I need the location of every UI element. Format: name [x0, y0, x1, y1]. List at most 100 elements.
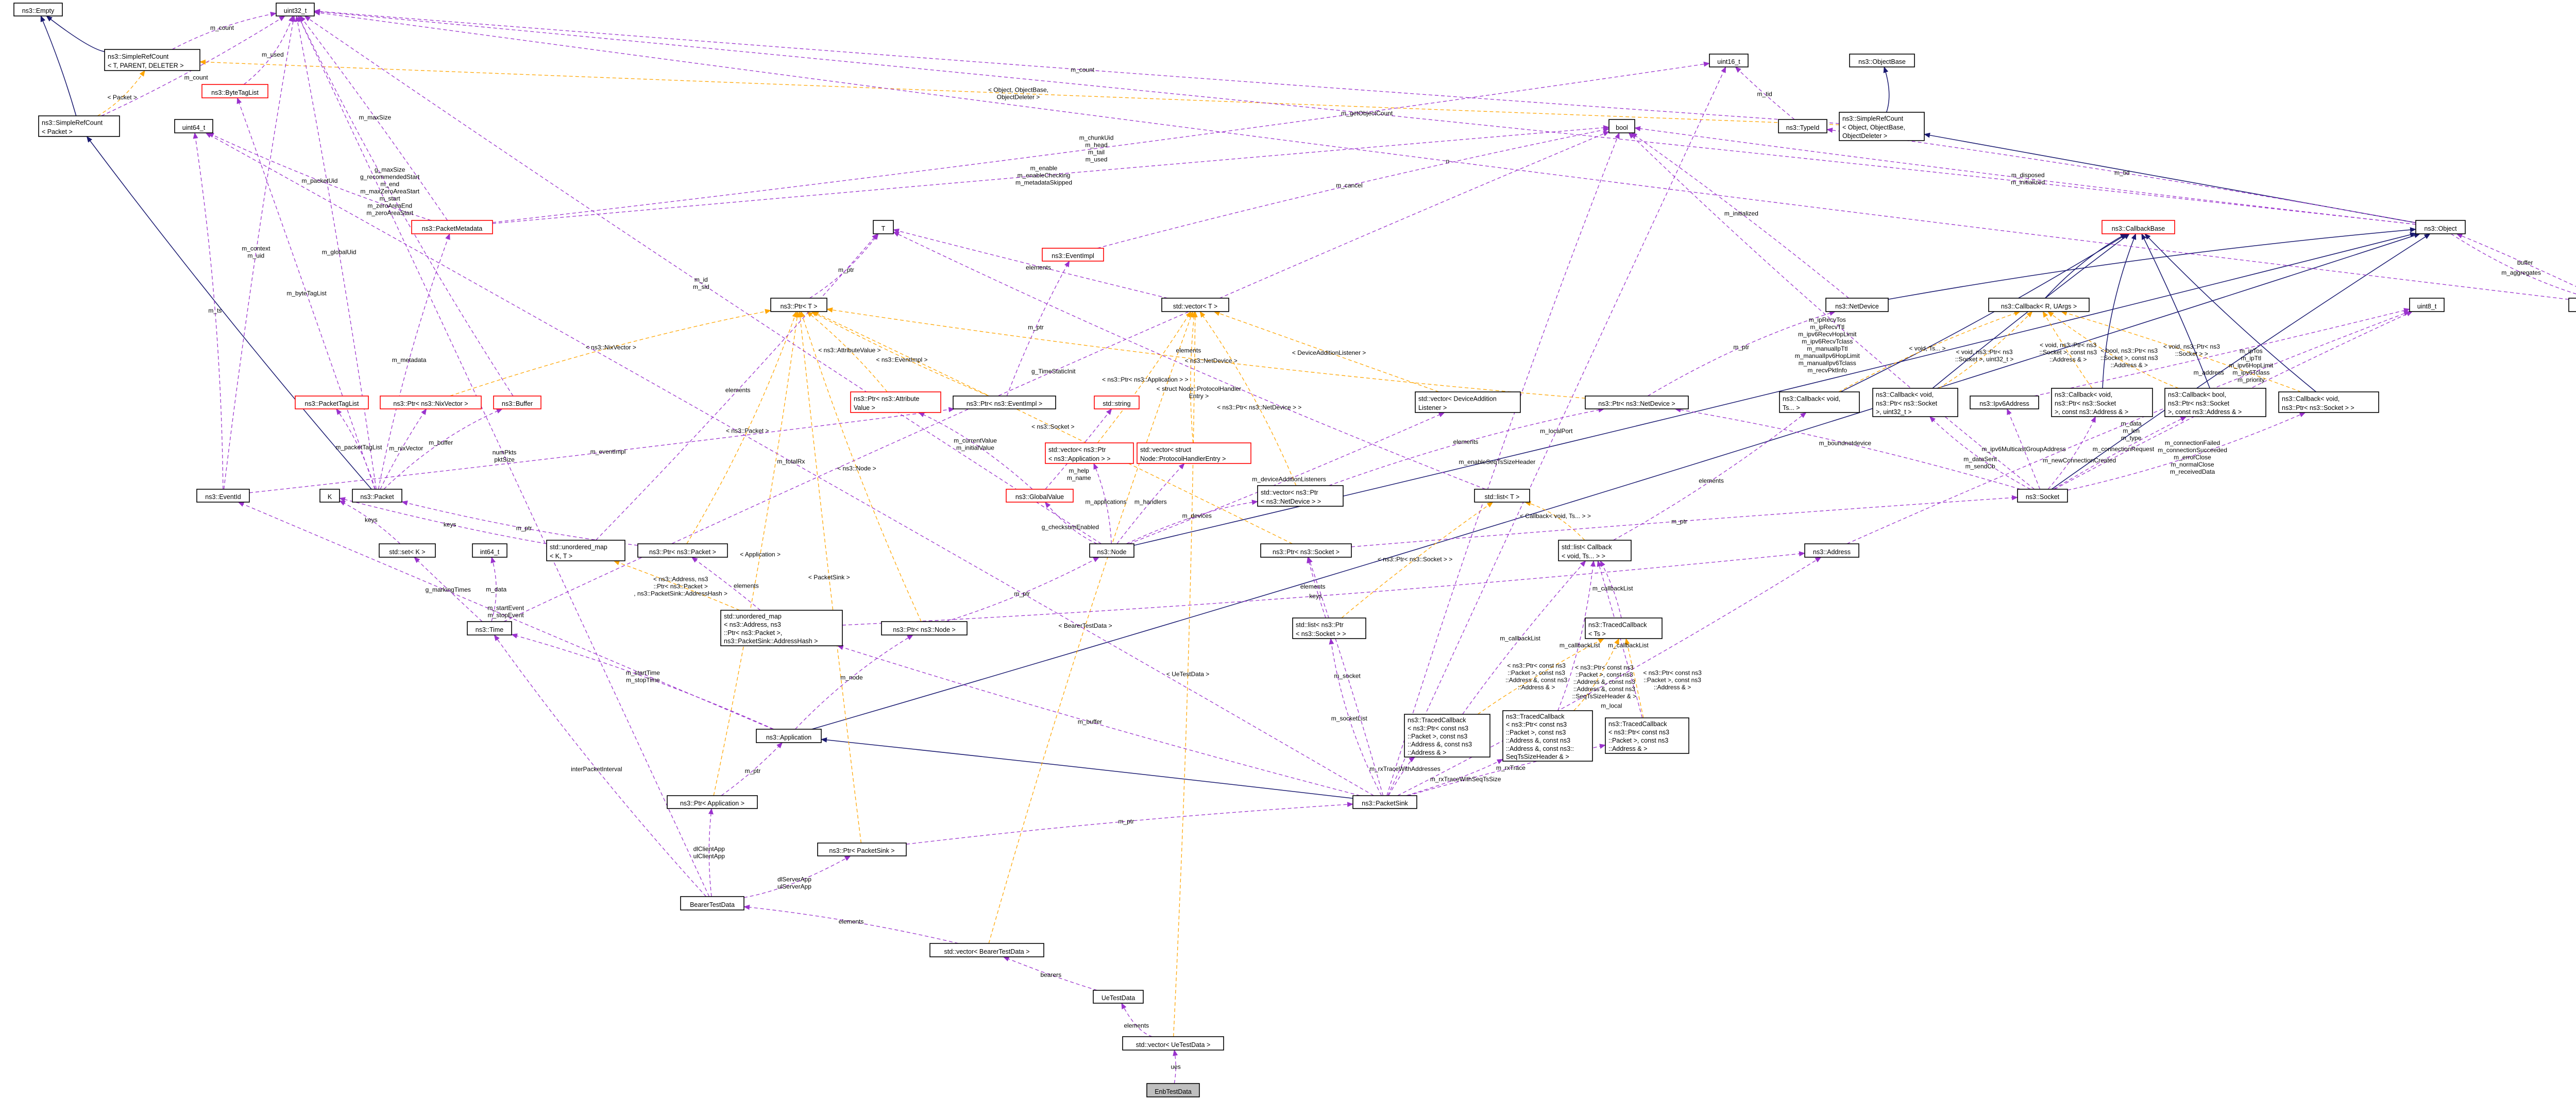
node-cb-sock-u32[interactable]: ns3::Callback< void,ns3::Ptr< ns3::Socke…	[1872, 388, 1958, 417]
node-cb-void-ts[interactable]: ns3::Callback< void,Ts... >	[1779, 391, 1860, 413]
node-tc-b[interactable]: ns3::TracedCallback< ns3::Ptr< const ns3…	[1502, 710, 1593, 762]
node-ptr-socket[interactable]: ns3::Ptr< ns3::Socket >	[1260, 543, 1352, 558]
node-enb-test-data[interactable]: EnbTestData	[1146, 1083, 1200, 1097]
node-node[interactable]: ns3::Node	[1089, 543, 1134, 558]
node-ptr-packet[interactable]: ns3::Ptr< ns3::Packet >	[637, 543, 728, 558]
edge-use-packet-sink-to-ptr-socket	[1308, 557, 1384, 796]
node-global-value[interactable]: ns3::GlobalValue	[1006, 489, 1074, 503]
node-k[interactable]: K	[319, 489, 340, 503]
node-packet[interactable]: ns3::Packet	[352, 489, 402, 503]
edge-label-line: m_callbackList	[1608, 642, 1649, 649]
node-object[interactable]: ns3::Object	[2415, 220, 2466, 234]
edge-label-line: m_ptr	[516, 525, 532, 532]
node-byte-tag-list[interactable]: ns3::ByteTagList	[201, 84, 268, 98]
node-address[interactable]: ns3::Address	[1804, 543, 1859, 558]
node-packet-sink[interactable]: ns3::PacketSink	[1352, 795, 1417, 809]
node-src-tpd[interactable]: ns3::SimpleRefCount< T, PARENT, DELETER …	[104, 49, 200, 71]
node-uint64[interactable]: uint64_t	[174, 119, 213, 133]
node-application[interactable]: ns3::Application	[756, 729, 822, 743]
edge-label-line: m_ptr	[1014, 590, 1030, 597]
edge-label-line: m_ipTtl	[2241, 355, 2261, 362]
node-buffer[interactable]: ns3::Buffer	[493, 396, 541, 409]
node-aggregates[interactable]: ns3::Object::Aggregates	[2568, 298, 2576, 312]
node-empty[interactable]: ns3::Empty	[13, 3, 63, 16]
node-packet-tag-list[interactable]: ns3::PacketTagList	[295, 396, 369, 409]
node-callback-ru[interactable]: ns3::Callback< R, UArgs >	[1988, 298, 2090, 312]
node-ptr-nix[interactable]: ns3::Ptr< ns3::NixVector >	[380, 396, 482, 409]
edge-label-line: m_currentValue	[954, 437, 997, 444]
node-vec-ptr-app[interactable]: std::vector< ns3::Ptr< ns3::Application …	[1045, 442, 1134, 464]
node-net-device[interactable]: ns3::NetDevice	[1825, 298, 1889, 312]
edge-label-line: m_boundnetdevice	[1819, 439, 1872, 446]
node-vector-t[interactable]: std::vector< T >	[1161, 298, 1229, 312]
node-label: ns3::Address	[1813, 548, 1851, 556]
node-cb-sock[interactable]: ns3::Callback< void,ns3::Ptr< ns3::Socke…	[2278, 391, 2379, 413]
node-ue-test-data[interactable]: UeTestData	[1093, 990, 1144, 1004]
node-umap-addr[interactable]: std::unordered_map< ns3::Address, ns3::P…	[720, 610, 843, 646]
node-uint8[interactable]: uint8_t	[2409, 298, 2445, 312]
node-ptr-node[interactable]: ns3::Ptr< ns3::Node >	[881, 621, 968, 635]
node-tc-c[interactable]: ns3::TracedCallback< ns3::Ptr< const ns3…	[1605, 717, 1689, 754]
node-vec-bearer[interactable]: std::vector< BearerTestData >	[929, 943, 1044, 957]
node-tc-ts[interactable]: ns3::TracedCallback< Ts >	[1585, 617, 1663, 639]
node-ipv6[interactable]: ns3::Ipv6Address	[1970, 396, 2039, 409]
node-event-impl[interactable]: ns3::EventImpl	[1042, 248, 1104, 262]
node-list-cb[interactable]: std::list< Callback< void, Ts... > >	[1558, 540, 1632, 561]
node-packet-metadata[interactable]: ns3::PacketMetadata	[411, 220, 493, 234]
node-uint16[interactable]: uint16_t	[1709, 54, 1749, 67]
node-box	[2102, 220, 2175, 234]
edge-label: m_metadata	[392, 356, 427, 364]
node-time[interactable]: ns3::Time	[467, 621, 512, 635]
node-label: ns3::CallbackBase	[2112, 225, 2165, 232]
edge-label: m_local	[1601, 702, 1622, 710]
node-label-line: < Ts >	[1588, 630, 1606, 638]
edge-label: m_nixVector	[389, 444, 423, 452]
edge-label-line: m_count	[1071, 66, 1095, 73]
node-uint32[interactable]: uint32_t	[276, 3, 315, 16]
node-socket[interactable]: ns3::Socket	[2017, 489, 2068, 503]
node-type-id[interactable]: ns3::TypeId	[1778, 119, 1827, 133]
node-int64[interactable]: int64_t	[472, 543, 507, 558]
node-box	[276, 3, 315, 16]
node-src-object[interactable]: ns3::SimpleRefCount< Object, ObjectBase,…	[1839, 112, 1925, 141]
node-umap-kt[interactable]: std::unordered_map< K, T >	[546, 540, 625, 561]
node-cb-bool[interactable]: ns3::Callback< bool,ns3::Ptr< ns3::Socke…	[2164, 388, 2266, 417]
node-label-line: ::Address &, const ns3	[1506, 737, 1570, 744]
node-event-id[interactable]: ns3::EventId	[196, 489, 250, 503]
edge-label-line: m_tail	[1088, 148, 1105, 156]
node-cb-sock-addr[interactable]: ns3::Callback< void,ns3::Ptr< ns3::Socke…	[2051, 388, 2153, 417]
node-vec-ptr-net-dev[interactable]: std::vector< ns3::Ptr< ns3::NetDevice > …	[1257, 485, 1344, 507]
node-label-line: ns3::Packet	[360, 493, 394, 501]
node-src-packet[interactable]: ns3::SimpleRefCount< Packet >	[38, 115, 120, 137]
node-vec-ue[interactable]: std::vector< UeTestData >	[1122, 1036, 1224, 1051]
node-ptr-event-impl[interactable]: ns3::Ptr< ns3::EventImpl >	[953, 396, 1056, 409]
node-tc-a[interactable]: ns3::TracedCallback< ns3::Ptr< const ns3…	[1404, 714, 1490, 758]
node-set-k[interactable]: std::set< K >	[379, 543, 436, 558]
node-ptr-app[interactable]: ns3::Ptr< Application >	[667, 795, 758, 809]
node-ptr-net-device[interactable]: ns3::Ptr< ns3::NetDevice >	[1585, 396, 1689, 409]
node-bool[interactable]: bool	[1608, 119, 1635, 133]
edge-inherit-cb-void-ts-to-callback-base	[1840, 233, 2128, 392]
edge-label-line: m_ts	[208, 307, 222, 314]
node-label-line: ns3::Ptr< ns3::Socket	[1876, 400, 1938, 407]
node-box	[2051, 388, 2153, 417]
node-bearer-test-data[interactable]: BearerTestData	[680, 896, 744, 910]
node-box	[770, 298, 827, 312]
node-list-t[interactable]: std::list< T >	[1474, 489, 1530, 503]
node-label-line: < void, Ts... > >	[1562, 553, 1605, 560]
node-object-base[interactable]: ns3::ObjectBase	[1849, 54, 1915, 67]
edge-label-line: < bool, ns3::Ptr< ns3	[2100, 347, 2158, 354]
node-ptr-packet-sink[interactable]: ns3::Ptr< PacketSink >	[817, 843, 907, 856]
node-box	[1608, 119, 1635, 133]
node-box	[493, 396, 541, 409]
node-box	[352, 489, 402, 503]
node-list-ptr-sock[interactable]: std::list< ns3::Ptr< ns3::Socket > >	[1292, 617, 1366, 639]
node-t[interactable]: T	[873, 220, 894, 234]
node-string[interactable]: std::string	[1094, 396, 1140, 409]
edge-label: m_callbackList	[1560, 642, 1600, 649]
node-ptr-t[interactable]: ns3::Ptr< T >	[770, 298, 827, 312]
node-callback-base[interactable]: ns3::CallbackBase	[2102, 220, 2175, 234]
